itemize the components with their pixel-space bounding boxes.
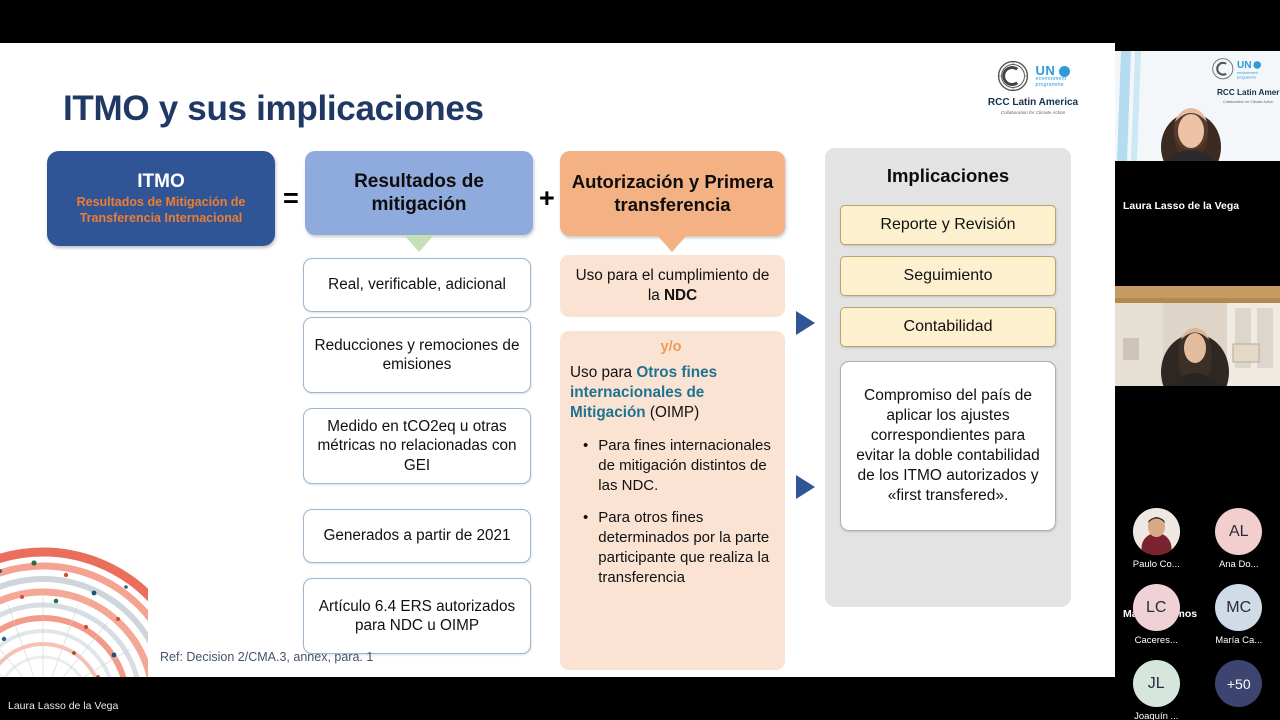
page-title: ITMO y sus implicaciones <box>63 89 484 128</box>
plus-operator: + <box>539 183 555 213</box>
participant-rail: UN environment programme RCC Latin Ameri… <box>1115 43 1280 720</box>
video-feed-mariela[interactable]: Mariela Ramos <box>1115 233 1280 620</box>
participant-tile[interactable]: JL Joaquín ... <box>1119 660 1193 720</box>
authorization-header: Autorización y Primera transferencia <box>560 151 785 236</box>
more-participants-badge: +50 <box>1215 660 1263 707</box>
mitigation-item-3: Medido en tCO2eq u otras métricas no rel… <box>303 408 531 484</box>
ndc-use-prefix: Uso para el cumplimiento de la <box>575 267 770 304</box>
participant-tile[interactable]: Paulo Co... <box>1119 508 1193 570</box>
equals-operator: = <box>283 183 299 213</box>
authorization-header-label: Autorización y Primera transferencia <box>571 170 774 215</box>
participant-name: María Ca... <box>1215 635 1263 646</box>
presentation-slide: UN environment programme RCC Latin Ameri… <box>0 43 1115 677</box>
and-or-label: y/o <box>660 339 682 355</box>
oimp-prefix: Uso para <box>570 364 637 381</box>
avatar: LC <box>1132 584 1180 631</box>
bullet-glyph-icon: • <box>583 436 589 454</box>
itmo-definition-box: ITMO Resultados de Mitigación de Transfe… <box>47 151 275 246</box>
participant-tile[interactable]: AL Ana Do... <box>1202 508 1276 570</box>
avatar-initials: LC <box>1146 598 1167 616</box>
blue-right-arrow-icon-1 <box>796 311 815 335</box>
mitigation-item-4: Generados a partir de 2021 <box>303 509 531 563</box>
participant-name: Caceres... <box>1134 635 1178 646</box>
video-feed-mariela-image <box>1115 286 1280 386</box>
bullet-glyph-icon: • <box>583 509 589 527</box>
oimp-bullet-2: • Para otros fines determinados por la p… <box>570 508 772 588</box>
mitigation-item-2: Reducciones y remociones de emisiones <box>303 317 531 393</box>
svg-text:RCC Latin America: RCC Latin America <box>1217 88 1280 97</box>
participant-tile[interactable]: MC María Ca... <box>1202 584 1276 646</box>
oimp-bullet-1-text: Para fines internacionales de mitigación… <box>598 436 771 494</box>
implications-panel: Implicaciones Reporte y Revisión Seguimi… <box>825 148 1071 607</box>
logo-tagline: Collaboration for Climate Action <box>1000 110 1066 115</box>
participant-name: Ana Do... <box>1218 559 1259 570</box>
mitigation-results-header: Resultados de mitigación <box>305 151 533 235</box>
oimp-description: Uso para Otros fines internacionales de … <box>570 363 772 423</box>
avatar: MC <box>1215 584 1263 631</box>
avatar-initials: MC <box>1226 598 1252 616</box>
oimp-use-box: y/o Uso para Otros fines internacionales… <box>560 331 785 670</box>
orange-down-arrow-icon <box>657 235 687 252</box>
mitigation-item-5: Artículo 6.4 ERS autorizados para NDC u … <box>303 578 531 654</box>
avatar <box>1132 508 1180 555</box>
participant-tile[interactable]: LC Caceres... <box>1119 584 1193 646</box>
avatar: JL <box>1132 660 1180 707</box>
logo-org-name: RCC Latin America <box>987 97 1079 108</box>
rcc-logo: UN environment programme RCC Latin Ameri… <box>969 59 1097 115</box>
svg-text:environment: environment <box>1237 71 1259 75</box>
ndc-use-box: Uso para el cumplimiento de la NDC <box>560 255 785 317</box>
active-speaker-label: Laura Lasso de la Vega <box>8 700 119 712</box>
avatar-initials: AL <box>1228 522 1249 540</box>
more-participants-tile[interactable]: +50 <box>1202 660 1276 720</box>
svg-text:UN: UN <box>1237 60 1252 71</box>
avatar: AL <box>1215 508 1263 555</box>
implications-title: Implicaciones <box>886 165 1010 186</box>
oimp-bullet-1: • Para fines internacionales de mitigaci… <box>570 436 772 496</box>
more-participants-count: +50 <box>1226 675 1251 692</box>
blue-right-arrow-icon-2 <box>796 475 815 499</box>
logo-programme-text: programme <box>1035 81 1064 88</box>
svg-text:programme: programme <box>1237 75 1256 79</box>
implication-item-1: Reporte y Revisión <box>840 205 1056 245</box>
logo-environment-text: environment <box>1035 76 1067 83</box>
oimp-highlight: Otros fines internacionales de Mitigació… <box>570 364 718 421</box>
slide-reference: Ref: Decision 2/CMA.3, annex, para. 1 <box>160 650 374 664</box>
logo-un-text: UN <box>1035 63 1056 79</box>
implications-commitment-note: Compromiso del país de aplicar los ajust… <box>840 361 1056 531</box>
svg-text:Collaboration for Climate Acti: Collaboration for Climate Action <box>1223 100 1273 104</box>
video-feed-laura[interactable]: UN environment programme RCC Latin Ameri… <box>1115 43 1280 212</box>
itmo-expansion: Resultados de Mitigación de Transferenci… <box>76 195 246 226</box>
mitigation-results-header-label: Resultados de mitigación <box>354 170 484 215</box>
itmo-acronym: ITMO <box>137 170 185 192</box>
logo-globe-icon <box>1059 66 1071 78</box>
ndc-use-bold: NDC <box>664 287 698 304</box>
unfccc-circle-icon <box>997 60 1028 92</box>
oimp-bullet-2-text: Para otros fines determinados por la par… <box>598 509 770 587</box>
participant-avatars: Paulo Co... AL Ana Do... LC Caceres... M… <box>1115 508 1280 720</box>
decorative-arc-graphic <box>0 547 148 677</box>
video-feed-laura-name: Laura Lasso de la Vega <box>1123 200 1240 212</box>
oimp-suffix: (OIMP) <box>645 403 700 421</box>
avatar-initials: JL <box>1147 674 1165 692</box>
green-down-arrow-icon <box>404 235 434 252</box>
video-feed-laura-image: UN environment programme RCC Latin Ameri… <box>1115 51 1280 161</box>
participant-name: Paulo Co... <box>1132 559 1180 570</box>
participant-name: Joaquín ... <box>1134 711 1179 720</box>
mitigation-item-1: Real, verificable, adicional <box>303 258 531 312</box>
implication-item-2: Seguimiento <box>840 256 1056 296</box>
implication-item-3: Contabilidad <box>840 307 1056 347</box>
